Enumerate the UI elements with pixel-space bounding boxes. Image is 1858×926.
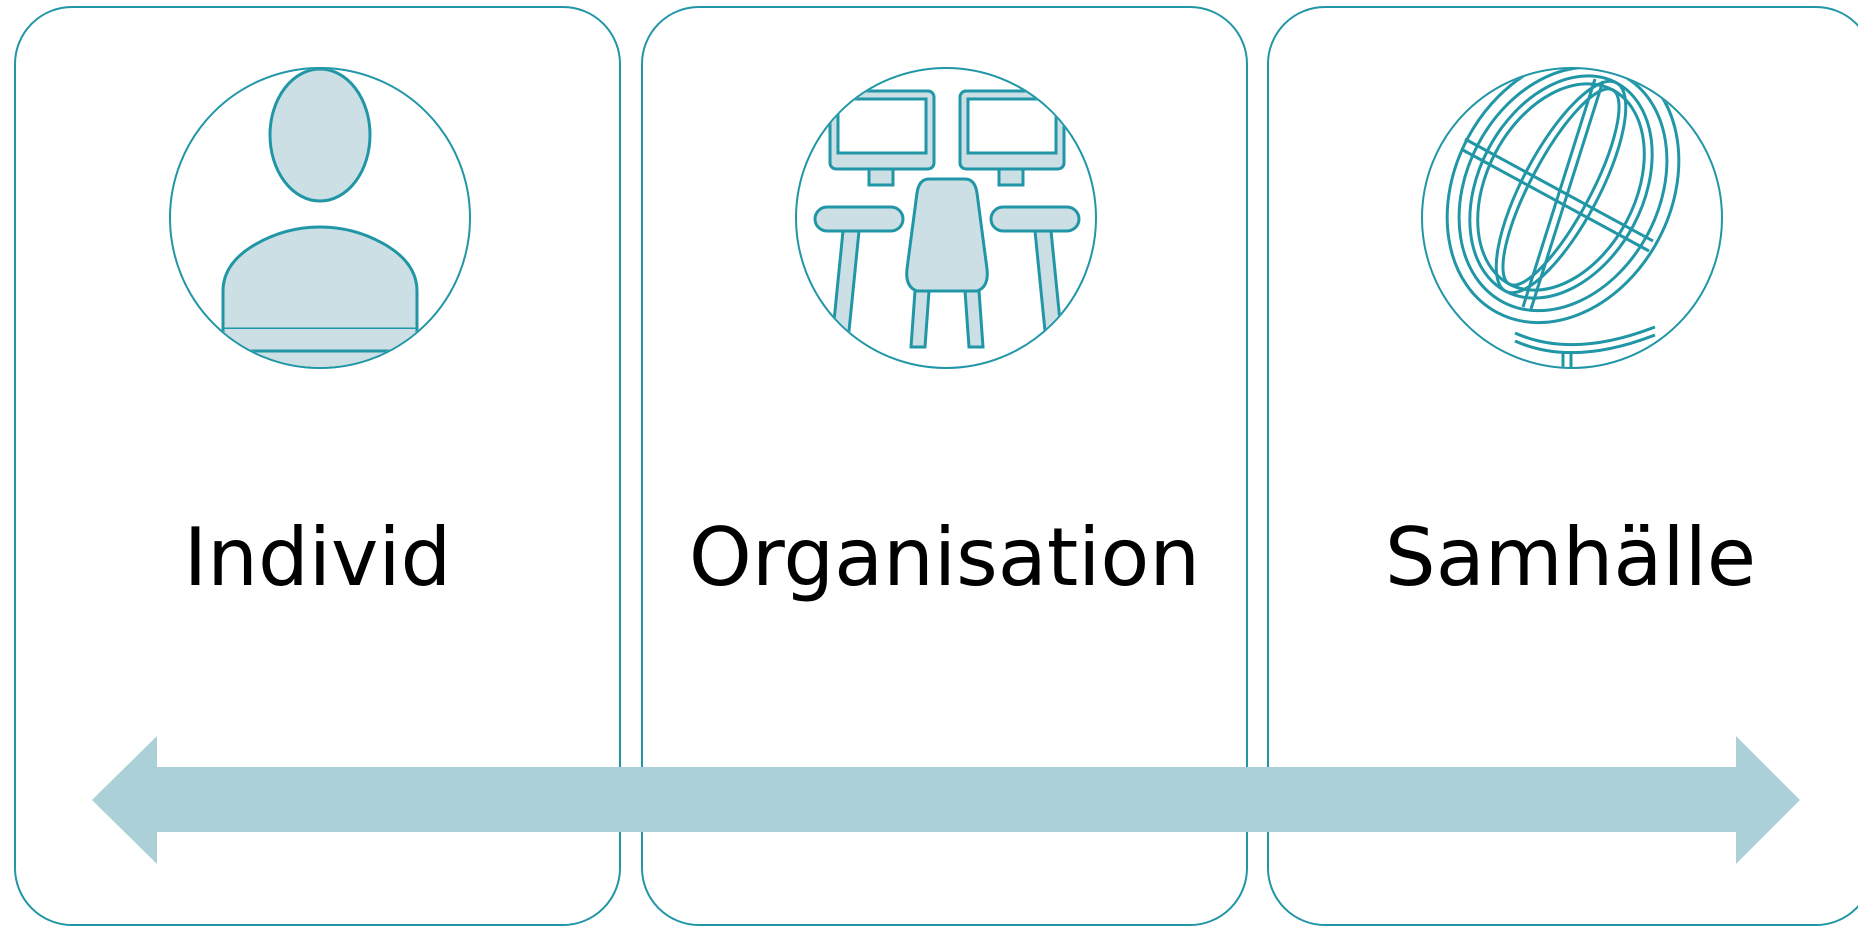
panel-samhalle: Samhälle [1267,6,1858,926]
label-individ: Individ [183,511,452,604]
label-samhalle: Samhälle [1384,511,1757,604]
workstations-icon [795,67,1097,369]
panel-organisation: Organisation [641,6,1248,926]
globe-icon [1421,67,1723,369]
person-icon [169,67,471,369]
label-organisation: Organisation [688,511,1201,604]
panel-individ: Individ [14,6,621,926]
